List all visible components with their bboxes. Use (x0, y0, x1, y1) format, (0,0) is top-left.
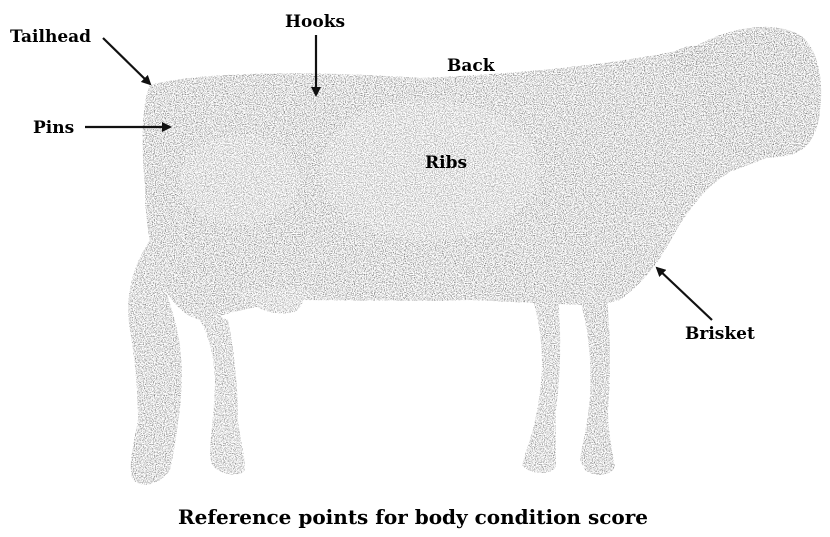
cow-rear-leg-near (185, 300, 245, 475)
label-back: Back (447, 56, 496, 76)
label-brisket: Brisket (685, 324, 755, 344)
cow-front-leg-near (575, 285, 615, 475)
label-hooks: Hooks (285, 12, 345, 32)
tailhead-arrow (103, 38, 150, 84)
label-ribs: Ribs (425, 153, 467, 173)
cow-illustration (128, 27, 821, 485)
figure-caption: Reference points for body condition scor… (178, 505, 648, 529)
cow-front-leg (522, 290, 560, 473)
label-pins: Pins (33, 118, 74, 138)
label-tailhead: Tailhead (10, 27, 91, 47)
brisket-arrow (657, 268, 712, 320)
